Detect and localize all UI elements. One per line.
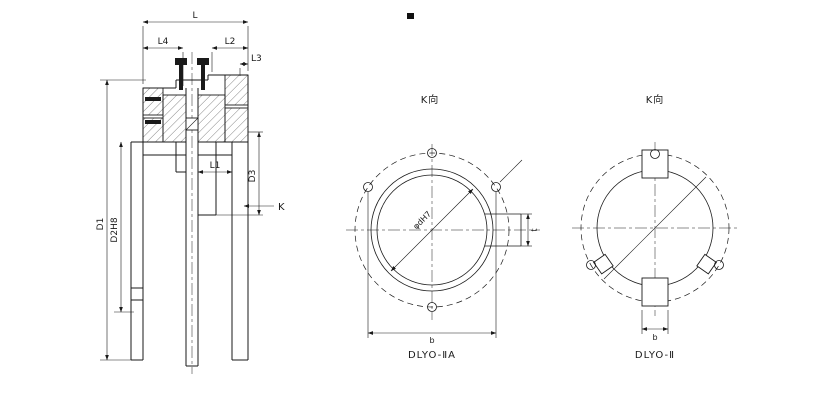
keyed-view-title: K向: [421, 93, 440, 106]
dim-hub-left: L4: [158, 37, 169, 47]
bore-diagonal-dim: [390, 188, 474, 272]
dim-flange: L3: [251, 54, 262, 64]
width-dim-label: b: [429, 336, 434, 345]
keyed-model-label: DLYO-ⅡA: [408, 350, 456, 361]
k-view-keyed: K向 φdH7 t: [346, 93, 540, 361]
section-view: L L4 L2 L3 D1 D2H8 D3: [96, 11, 286, 374]
width-dimension: b: [367, 192, 497, 345]
key-detail: [185, 117, 199, 131]
dim-inner-dia: D3: [248, 170, 258, 183]
jaw-view-title: K向: [646, 93, 665, 106]
bore-circle: [376, 174, 488, 286]
diagonal-centerline: [603, 176, 707, 280]
bolt-holes: [586, 149, 724, 270]
view-arrow-label: K: [278, 202, 286, 213]
keyway: [485, 213, 522, 247]
slot-dim-label: b: [652, 333, 657, 342]
jaw-slots: [593, 149, 717, 307]
flange-circle: [370, 168, 494, 292]
keyway-dim-label: t: [530, 228, 539, 231]
k-view-jaw: K向 b DLYO-Ⅱ: [572, 93, 738, 361]
bolt-fasteners: [145, 58, 209, 124]
section-dimensions: L L4 L2 L3 D1 D2H8 D3: [96, 11, 286, 361]
bolt-hole-leader: [499, 159, 523, 183]
keyway-dimension: t: [521, 213, 539, 247]
dim-fit-dia: D2H8: [110, 217, 120, 242]
bolt-circle-dashed: [580, 153, 730, 303]
dim-overall-length: L: [192, 11, 197, 21]
ink-mark: [407, 13, 414, 19]
dim-outer-dia: D1: [96, 218, 106, 231]
bolt-holes: [363, 148, 501, 312]
bolt-circle-dashed: [354, 152, 510, 308]
dim-bore-depth: L1: [210, 161, 221, 171]
jaw-model-label: DLYO-Ⅱ: [635, 350, 675, 361]
hatched-sections: [142, 74, 249, 143]
slot-dimension: b: [641, 310, 669, 342]
dim-hub-right: L2: [225, 37, 236, 47]
bore-dim-label: φdH7: [411, 209, 433, 231]
